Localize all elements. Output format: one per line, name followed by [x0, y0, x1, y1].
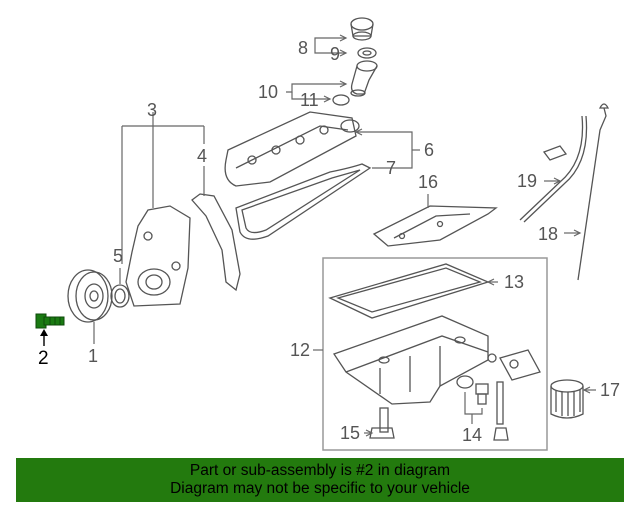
dipstick-tube[interactable] — [519, 115, 588, 223]
callout-8: 8 — [298, 38, 308, 58]
callout-6-leader — [354, 128, 420, 169]
callout-13: 13 — [504, 272, 524, 292]
callout-15: 15 — [340, 423, 360, 443]
front-seal[interactable] — [110, 284, 130, 308]
callout-6: 6 — [424, 140, 434, 160]
oil-level-sensor[interactable] — [369, 407, 395, 439]
callout-12: 12 — [290, 340, 310, 360]
callout-4: 4 — [197, 146, 207, 166]
callout-14: 14 — [462, 425, 482, 445]
info-banner: Part or sub-assembly is #2 in diagram Di… — [16, 458, 624, 502]
adapter-plate[interactable] — [499, 349, 541, 381]
parts-diagram: 8 9 10 11 6 7 — [35, 17, 620, 451]
callout-18: 18 — [538, 224, 558, 244]
callout-14-leader — [464, 392, 483, 424]
callout-3: 3 — [147, 100, 157, 120]
pan-bolt[interactable] — [496, 381, 504, 425]
callout-3-leader — [121, 112, 205, 264]
filler-tube[interactable] — [350, 60, 378, 97]
callout-19: 19 — [517, 171, 537, 191]
drain-plug-gasket[interactable] — [456, 375, 474, 389]
callout-10-leader — [286, 80, 348, 103]
callout-8-leader — [314, 34, 348, 57]
callout-1: 1 — [88, 346, 98, 366]
drain-plug[interactable] — [475, 383, 489, 405]
crankshaft-bolt[interactable] — [35, 313, 65, 329]
oil-pan[interactable] — [332, 315, 489, 405]
banner-line-1: Part or sub-assembly is #2 in diagram — [189, 462, 451, 479]
oil-pan-plug[interactable] — [493, 427, 509, 441]
banner-line-2: Diagram may not be specific to your vehi… — [170, 480, 470, 497]
filler-tube-seal[interactable] — [332, 94, 350, 106]
callout-2: 2 — [38, 348, 49, 369]
callout-10: 10 — [258, 82, 278, 102]
callout-11: 11 — [300, 90, 319, 110]
callout-2-leader — [40, 329, 48, 346]
callout-9: 9 — [330, 44, 340, 64]
pan-fitting[interactable] — [487, 353, 497, 363]
oil-pan-baffle[interactable] — [372, 205, 498, 247]
callout-17: 17 — [600, 380, 620, 400]
crankshaft-pulley[interactable] — [67, 269, 113, 323]
callout-5: 5 — [113, 246, 123, 266]
timing-cover[interactable] — [125, 205, 191, 307]
oil-pan-gasket[interactable] — [328, 263, 490, 319]
timing-cover-gasket[interactable] — [191, 193, 241, 292]
oil-filler-cap[interactable] — [350, 17, 374, 41]
oil-filter[interactable] — [550, 379, 584, 419]
valve-cover-gasket[interactable] — [235, 163, 372, 240]
oil-pan-assembly-box — [322, 257, 548, 451]
valve-cover[interactable] — [224, 111, 360, 187]
dipstick[interactable] — [577, 103, 610, 281]
callout-7: 7 — [386, 158, 396, 178]
filler-cap-seal[interactable] — [357, 47, 377, 59]
callout-16: 16 — [418, 172, 438, 192]
